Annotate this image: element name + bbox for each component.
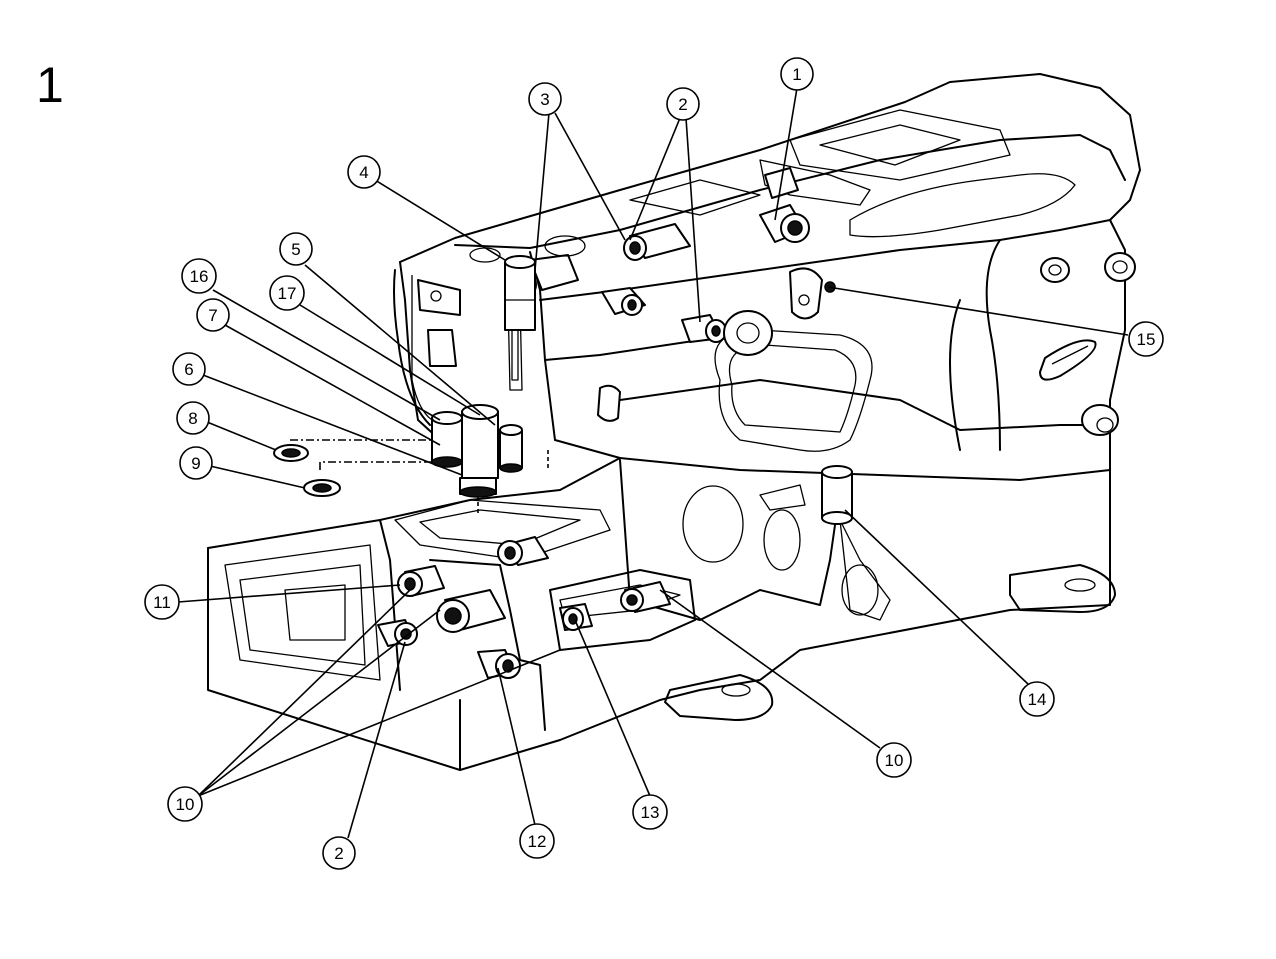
callout-17: 17 (269, 275, 305, 311)
callout-12: 12 (519, 823, 555, 859)
callout-label: 17 (278, 284, 297, 303)
part-1-bushing (759, 204, 810, 243)
callout-label: 15 (1137, 330, 1156, 349)
callout-11: 11 (144, 584, 180, 620)
callout-9: 9 (179, 446, 213, 480)
callout-label: 4 (359, 163, 368, 182)
callout-label: 8 (188, 409, 197, 428)
callout-label: 13 (641, 803, 660, 822)
callout-label: 9 (191, 454, 200, 473)
callout-2-upper: 2 (666, 87, 700, 121)
callout-16: 16 (181, 258, 217, 294)
page-number: 1 (36, 57, 64, 113)
part-2-bushing-bed (377, 619, 418, 647)
callout-1: 1 (780, 57, 814, 91)
callout-label: 11 (153, 593, 171, 612)
callout-14: 14 (1019, 681, 1055, 717)
bushings (273, 204, 1136, 679)
part-15-stud (824, 252, 1136, 436)
part-12-bushing (477, 649, 521, 679)
callout-label: 7 (208, 306, 217, 325)
callout-label: 1 (792, 65, 801, 84)
callout-label: 5 (291, 240, 300, 259)
callout-label: 10 (176, 795, 195, 814)
part-5-bushing (499, 424, 523, 473)
part-13-bushing (559, 603, 593, 631)
callout-10-right: 10 (876, 742, 912, 778)
callout-label: 14 (1028, 690, 1047, 709)
callout-label: 2 (334, 844, 343, 863)
callout-10-left: 10 (167, 786, 203, 822)
part-17-bushing (459, 404, 499, 498)
machine-casting (207, 73, 1141, 771)
part-16-bushing (431, 411, 463, 468)
part-11-bushing (397, 565, 445, 597)
callout-label: 6 (184, 360, 193, 379)
callout-label: 2 (678, 95, 687, 114)
callout-8: 8 (176, 401, 210, 435)
part-10-bushing-large (436, 589, 506, 633)
part-14-bushing (821, 465, 853, 525)
callout-label: 3 (540, 90, 549, 109)
part-10-bushing-right (620, 581, 671, 613)
callout-label: 12 (528, 832, 547, 851)
callout-15: 15 (1128, 321, 1164, 357)
leader-lines (177, 87, 1129, 839)
callout-4: 4 (347, 155, 381, 189)
part-2-bushing-upper (623, 223, 691, 261)
part-10-bushing-rear (497, 536, 549, 566)
callout-13: 13 (632, 794, 668, 830)
part-2-bushing-right (681, 310, 773, 356)
callout-5: 5 (279, 232, 313, 266)
callout-3: 3 (528, 82, 562, 116)
part-4-bushing (504, 255, 536, 331)
callout-7: 7 (196, 298, 230, 332)
callout-2-lower: 2 (322, 836, 356, 870)
callout-6: 6 (172, 352, 206, 386)
part-9-washer (303, 479, 341, 497)
callout-label: 10 (885, 751, 904, 770)
callout-label: 16 (190, 267, 209, 286)
part-8-washer (273, 444, 309, 462)
part-2-bushing-lower (601, 287, 646, 316)
